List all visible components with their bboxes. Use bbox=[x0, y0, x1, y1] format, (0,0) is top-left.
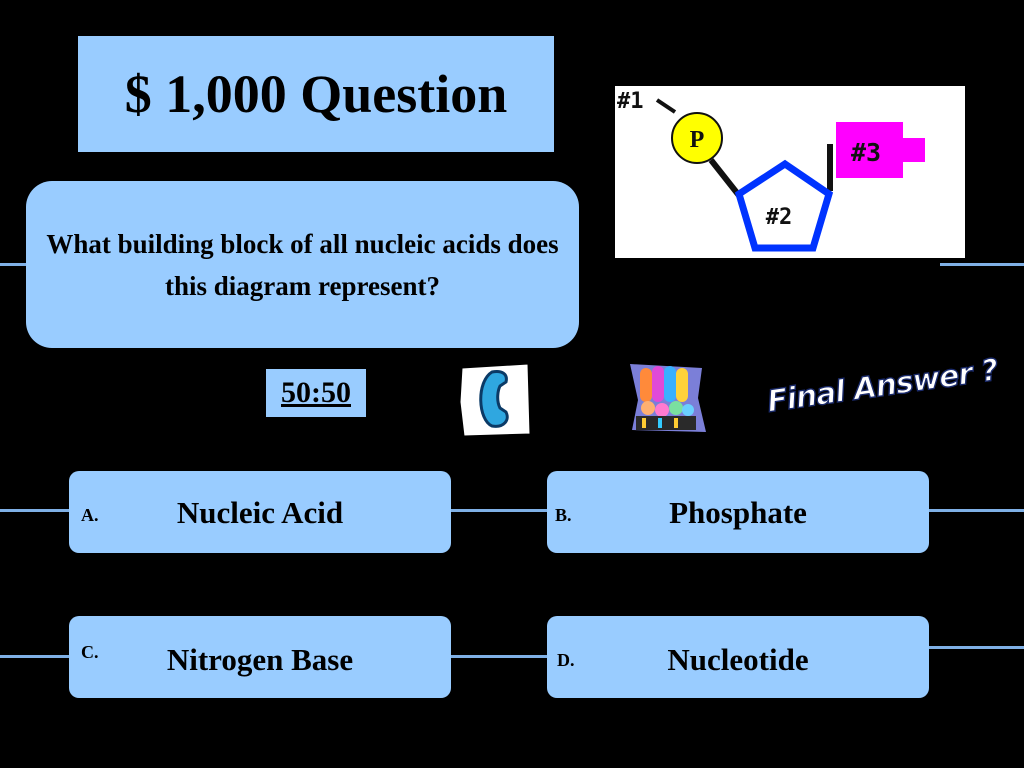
phone-icon bbox=[459, 363, 531, 437]
final-answer-button[interactable]: Final Answer ? bbox=[764, 352, 1000, 440]
audience-icon bbox=[630, 364, 706, 432]
diagram-bond-phosphate-sugar bbox=[708, 158, 744, 200]
answer-option-d[interactable]: D. Nucleotide bbox=[547, 616, 929, 698]
answer-text: Phosphate bbox=[669, 495, 807, 530]
diagram-label-3: #3 bbox=[851, 138, 881, 167]
answer-text: Nucleotide bbox=[667, 642, 809, 677]
answer-text: Nitrogen Base bbox=[166, 642, 354, 677]
prize-title: $ 1,000 Question bbox=[78, 36, 554, 152]
connector-line bbox=[940, 263, 1024, 266]
connector-line bbox=[450, 509, 548, 512]
lifeline-fifty-fifty[interactable]: 50:50 bbox=[266, 369, 366, 417]
diagram-phosphate-circle bbox=[671, 112, 723, 164]
nucleotide-diagram: #1 P #2 #3 bbox=[615, 86, 965, 258]
diagram-leader-line bbox=[655, 98, 677, 114]
diagram-label-p: P bbox=[690, 127, 705, 153]
connector-line bbox=[450, 655, 548, 658]
connector-line bbox=[928, 509, 1024, 512]
lifeline-audience-button[interactable] bbox=[622, 360, 708, 436]
connector-line bbox=[928, 646, 1024, 649]
diagram-label-1: #1 bbox=[617, 89, 644, 114]
question-text: What building block of all nucleic acids… bbox=[46, 228, 559, 301]
answer-option-a[interactable]: A. Nucleic Acid bbox=[69, 471, 451, 553]
diagram-sugar-pentagon bbox=[734, 159, 834, 252]
answer-text: Nucleic Acid bbox=[176, 495, 344, 530]
connector-line bbox=[0, 509, 70, 512]
question-panel: What building block of all nucleic acids… bbox=[26, 181, 579, 348]
answer-letter: D. bbox=[557, 650, 575, 670]
answer-letter: A. bbox=[81, 505, 99, 525]
answer-letter: C. bbox=[81, 642, 99, 662]
connector-line bbox=[0, 263, 30, 266]
answer-letter: B. bbox=[555, 505, 572, 525]
answer-option-b[interactable]: B. Phosphate bbox=[547, 471, 929, 553]
connector-line bbox=[0, 655, 70, 658]
nucleotide-diagram-svg: #1 P #2 #3 bbox=[617, 89, 925, 252]
diagram-base-shape bbox=[836, 122, 925, 178]
diagram-label-2: #2 bbox=[766, 205, 793, 230]
lifeline-fifty-fifty-label: 50:50 bbox=[281, 376, 351, 409]
final-answer-label: Final Answer ? bbox=[764, 352, 1000, 420]
prize-title-text: $ 1,000 Question bbox=[124, 64, 508, 124]
lifeline-phone-button[interactable] bbox=[458, 362, 532, 438]
answer-option-c[interactable]: C. Nitrogen Base bbox=[69, 616, 451, 698]
